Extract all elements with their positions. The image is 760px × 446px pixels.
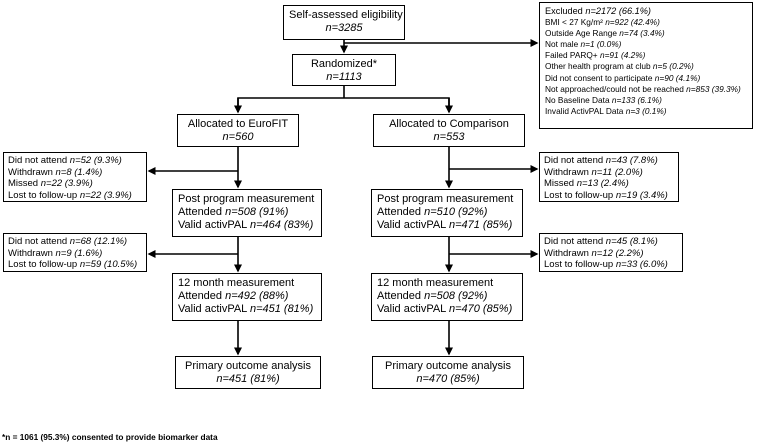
excluded-item: Not male n=1 (0.0%) <box>545 39 622 50</box>
eurofit-primary-label: Primary outcome analysis <box>185 360 311 372</box>
eurofit-allocated-label: Allocated to EuroFIT <box>187 118 289 130</box>
eurofit-post-box: Post program measurement Attended n=508 … <box>172 189 322 237</box>
comparison-allocated-box: Allocated to Comparison n=553 <box>373 114 525 147</box>
dropout-head: Did not attend n=43 (7.8%) <box>544 155 658 166</box>
dropout-item: Lost to follow-up n=33 (6.0%) <box>544 259 668 270</box>
eurofit-12month-attended: Attended n=492 (88%) <box>178 290 289 302</box>
eurofit-allocated-box: Allocated to EuroFIT n=560 <box>177 114 299 147</box>
eurofit-post-title: Post program measurement <box>178 193 315 205</box>
eurofit-primary-box: Primary outcome analysis n=451 (81%) <box>175 356 321 389</box>
excluded-item: Failed PARQ+ n=91 (4.2%) <box>545 50 646 61</box>
randomized-label: Randomized* <box>310 58 378 70</box>
comparison-allocated-label: Allocated to Comparison <box>389 118 509 130</box>
comparison-allocated-n: n=553 <box>433 131 465 143</box>
dropout-item: Lost to follow-up n=19 (3.4%) <box>544 189 668 201</box>
excluded-item: Not approached/could not be reached n=85… <box>545 83 741 94</box>
excluded-item: No Baseline Data n=133 (6.1%) <box>545 94 662 105</box>
comparison-primary-box: Primary outcome analysis n=470 (85%) <box>372 356 524 389</box>
randomized-n: n=1113 <box>326 71 362 83</box>
dropout-item: Lost to follow-up n=59 (10.5%) <box>8 259 138 270</box>
randomized-box: Randomized* n=1113 <box>292 54 396 86</box>
comparison-12month-box: 12 month measurement Attended n=508 (92%… <box>371 273 523 321</box>
excluded-item: Other health program at club n=5 (0.2%) <box>545 61 694 72</box>
eurofit-12month-title: 12 month measurement <box>178 277 295 289</box>
eurofit-12month-valid: Valid activPAL n=451 (81%) <box>178 303 314 315</box>
dropout-item: Missed n=13 (2.4%) <box>544 178 629 189</box>
excluded-item: Did not consent to participate n=90 (4.1… <box>545 72 701 83</box>
footnote: *n = 1061 (95.3%) consented to provide b… <box>2 432 218 442</box>
comparison-dropout1-box: Did not attend n=43 (7.8%) Withdrawn n=1… <box>539 152 679 202</box>
dropout-item: Lost to follow-up n=22 (3.9%) <box>8 189 132 201</box>
dropout-head: Did not attend n=45 (8.1%) <box>544 236 658 247</box>
eligibility-label: Self-assessed eligibility <box>289 9 403 21</box>
comparison-post-title: Post program measurement <box>377 193 514 205</box>
eurofit-dropout2-box: Did not attend n=68 (12.1%) Withdrawn n=… <box>3 233 147 272</box>
dropout-head: Did not attend n=52 (9.3%) <box>8 155 122 166</box>
comparison-12month-valid: Valid activPAL n=470 (85%) <box>377 303 513 315</box>
comparison-post-box: Post program measurement Attended n=510 … <box>371 189 523 237</box>
comparison-post-attended: Attended n=510 (92%) <box>377 206 488 218</box>
dropout-item: Withdrawn n=9 (1.6%) <box>8 247 103 259</box>
excluded-item: Invalid ActivPAL Data n=3 (0.1%) <box>545 105 667 116</box>
comparison-post-valid: Valid activPAL n=471 (85%) <box>377 219 513 231</box>
comparison-12month-title: 12 month measurement <box>377 277 494 289</box>
dropout-head: Did not attend n=68 (12.1%) <box>8 236 128 247</box>
dropout-item: Withdrawn n=11 (2.0%) <box>544 166 643 178</box>
dropout-item: Withdrawn n=12 (2.2%) <box>544 247 644 259</box>
excluded-box: Excluded n=2172 (66.1%) BMI < 27 Kg/m² n… <box>539 2 753 129</box>
connector-split <box>237 97 450 112</box>
eligibility-n: n=3285 <box>325 22 363 34</box>
comparison-dropout2-box: Did not attend n=45 (8.1%) Withdrawn n=1… <box>539 233 683 272</box>
eurofit-post-valid: Valid activPAL n=464 (83%) <box>178 219 314 231</box>
comparison-primary-n: n=470 (85%) <box>416 373 480 385</box>
eurofit-12month-box: 12 month measurement Attended n=492 (88%… <box>172 273 322 321</box>
eurofit-allocated-n: n=560 <box>222 131 254 143</box>
comparison-12month-attended: Attended n=508 (92%) <box>377 290 488 302</box>
excluded-item: Outside Age Range n=74 (3.4%) <box>545 28 665 39</box>
eurofit-post-attended: Attended n=508 (91%) <box>178 206 289 218</box>
excluded-item: BMI < 27 Kg/m² n=922 (42.4%) <box>545 17 660 28</box>
eurofit-dropout1-box: Did not attend n=52 (9.3%) Withdrawn n=8… <box>3 152 147 202</box>
comparison-primary-label: Primary outcome analysis <box>385 360 511 372</box>
eligibility-box: Self-assessed eligibility n=3285 <box>283 5 405 40</box>
eurofit-primary-n: n=451 (81%) <box>216 373 280 385</box>
dropout-item: Missed n=22 (3.9%) <box>8 178 93 189</box>
excluded-head: Excluded n=2172 (66.1%) <box>545 6 651 16</box>
dropout-item: Withdrawn n=8 (1.4%) <box>8 166 103 178</box>
